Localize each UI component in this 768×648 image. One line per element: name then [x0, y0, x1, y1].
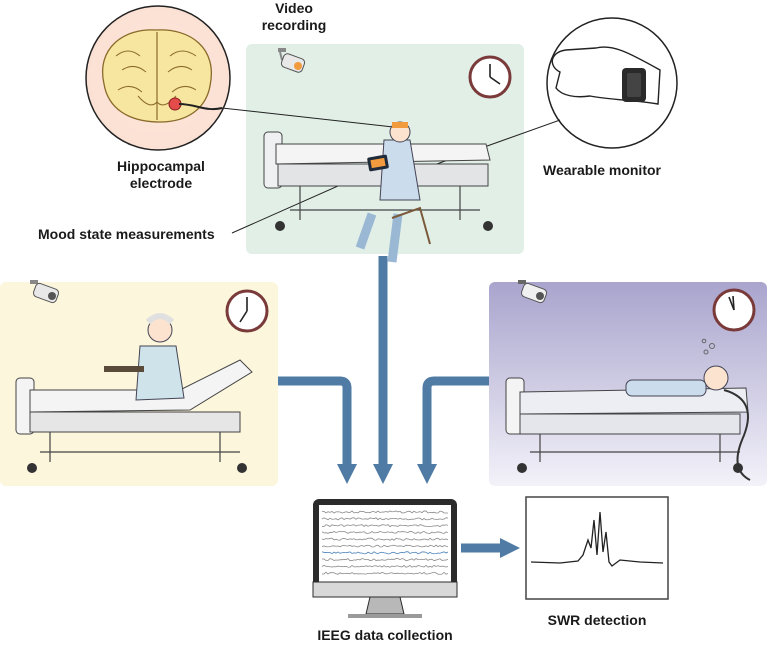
camera-icon — [30, 280, 60, 304]
brain-inset — [85, 5, 231, 151]
label-swr: SWR detection — [547, 612, 647, 628]
bed-icon — [15, 359, 253, 473]
clock-icon — [225, 289, 269, 333]
patient-icon — [625, 338, 751, 481]
label-video-line-1: Video — [275, 0, 313, 16]
eeg-trace-line — [321, 558, 449, 562]
eeg-trace-line — [321, 517, 449, 521]
arrow-left-to-monitor — [278, 376, 352, 466]
wristwatch-icon — [551, 46, 661, 105]
label-hippocampal-electrode: Hippocampal electrode — [96, 158, 226, 192]
swr-trace — [530, 511, 664, 567]
label-video-line-2: recording — [261, 17, 327, 33]
arrows — [278, 256, 502, 553]
eeg-trace-line — [321, 510, 449, 514]
eeg-traces — [321, 510, 449, 575]
arrowheads — [337, 464, 520, 558]
leader-electrode — [221, 107, 394, 128]
eeg-trace-line — [321, 530, 449, 534]
label-wearable-monitor: Wearable monitor — [543, 162, 661, 178]
clock-icon — [468, 55, 512, 99]
bed-icon — [505, 377, 749, 473]
eeg-trace-line — [321, 544, 449, 548]
eeg-trace-line — [321, 551, 449, 555]
patient-icon — [355, 121, 431, 263]
brain-icon — [102, 29, 212, 123]
clock-icon — [712, 288, 756, 332]
label-video-recording: Video recording — [252, 0, 336, 34]
eeg-trace-line — [321, 537, 449, 541]
eeg-trace-line — [321, 571, 449, 575]
wearable-inset — [546, 17, 678, 149]
monitor-icon — [312, 499, 458, 618]
swr-plot — [525, 496, 669, 600]
label-ieeg: IEEG data collection — [317, 627, 453, 643]
arrow-right-to-monitor — [422, 376, 489, 466]
camera-icon — [278, 48, 306, 73]
label-hippocampal-line-1: Hippocampal — [117, 158, 205, 174]
eeg-trace-line — [321, 564, 449, 568]
patient-icon — [104, 313, 185, 401]
leader-wearable — [419, 119, 561, 171]
camera-icon — [518, 280, 548, 304]
label-mood-state: Mood state measurements — [38, 226, 215, 242]
tablet-icon — [367, 154, 389, 172]
label-hippocampal-line-2: electrode — [129, 175, 193, 191]
eeg-trace-line — [321, 524, 449, 528]
